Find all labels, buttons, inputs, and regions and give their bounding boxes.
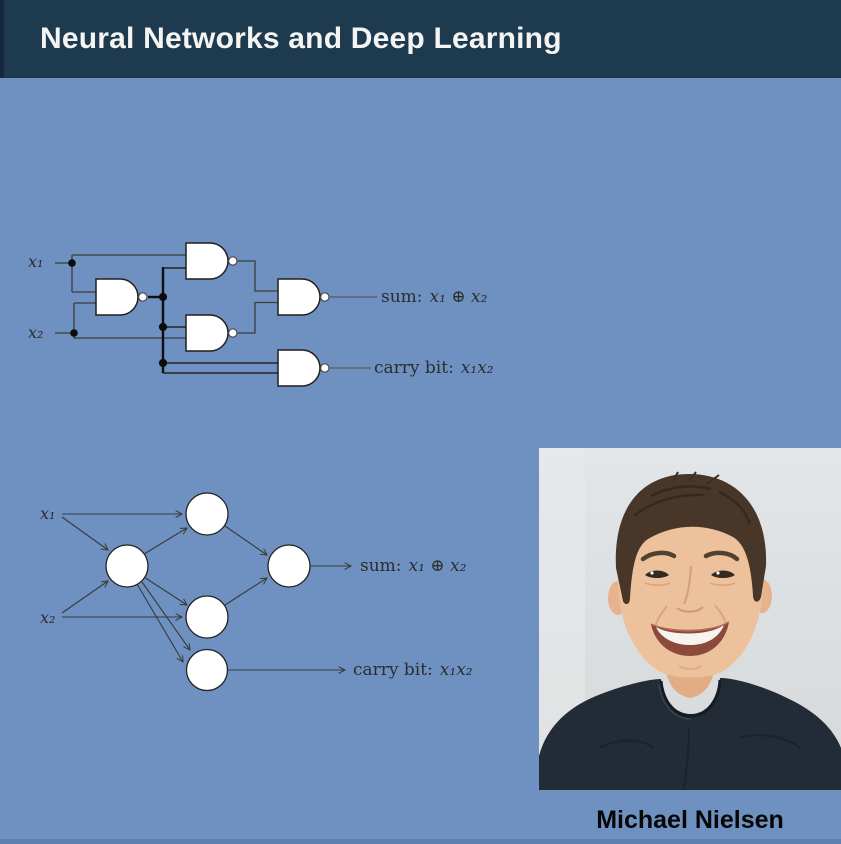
nand-gate-sum <box>277 278 330 316</box>
page-title: Neural Networks and Deep Learning <box>40 22 562 55</box>
neuron-top <box>185 492 229 536</box>
network-sum-expression: x₁ ⊕ x₂ <box>408 556 467 576</box>
network-carry-expression: x₁x₂ <box>439 660 473 680</box>
circuit-junction-dots <box>68 259 168 368</box>
circuit-sum-word: sum: <box>381 287 423 307</box>
neuron-hidden-left <box>105 544 149 588</box>
nand-circuit-diagram <box>55 242 377 387</box>
network-carry-label: carry bit: x₁x₂ <box>353 660 473 680</box>
nand-gates <box>95 242 330 387</box>
neuron-output-sum <box>267 544 311 588</box>
author-photo <box>539 448 841 790</box>
circuit-carry-label: carry bit: x₁x₂ <box>374 358 494 378</box>
footer-strip <box>0 839 841 844</box>
network-sum-label: sum: x₁ ⊕ x₂ <box>360 556 466 576</box>
network-input-x2-label: x₂ <box>40 608 56 627</box>
circuit-input-x1-label: x₁ <box>28 252 44 271</box>
nand-gate-top <box>185 242 238 280</box>
author-name: Michael Nielsen <box>596 806 784 834</box>
page-header: Neural Networks and Deep Learning <box>0 0 841 78</box>
network-input-x1-label: x₁ <box>40 504 56 523</box>
neuron-middle <box>185 595 229 639</box>
circuit-sum-label: sum: x₁ ⊕ x₂ <box>381 287 487 307</box>
nand-gate-carry <box>277 349 330 387</box>
nand-gate-1 <box>95 278 148 316</box>
circuit-input-x2-label: x₂ <box>28 323 44 342</box>
network-sum-word: sum: <box>360 556 402 576</box>
network-carry-word: carry bit: <box>353 660 433 680</box>
neural-network-diagram <box>61 492 351 692</box>
circuit-sum-expression: x₁ ⊕ x₂ <box>429 287 488 307</box>
neuron-bottom <box>185 648 229 692</box>
circuit-carry-word: carry bit: <box>374 358 454 378</box>
nand-gate-middle <box>185 314 238 352</box>
portrait-figure <box>539 471 841 790</box>
network-edges <box>61 514 351 670</box>
network-neurons <box>105 492 311 692</box>
circuit-carry-expression: x₁x₂ <box>460 358 494 378</box>
